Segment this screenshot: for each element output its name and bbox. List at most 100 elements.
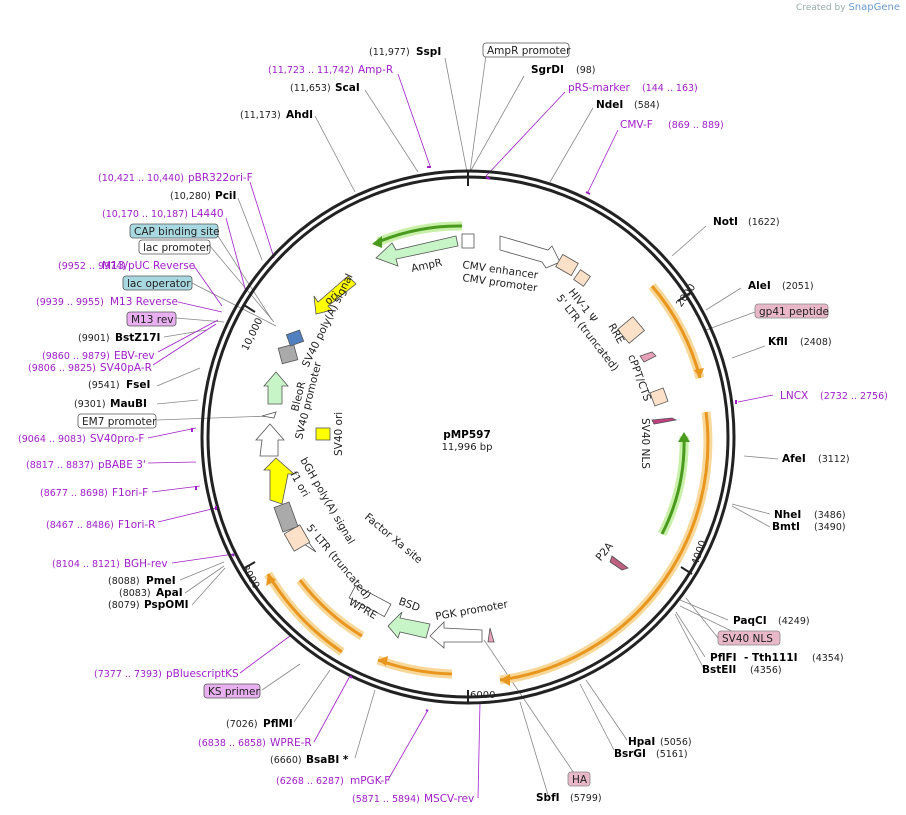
enzyme-name: AleI [748,280,771,292]
enzyme-position: (3486) [814,510,846,521]
box-ha: HA [567,771,591,787]
enzyme-name: HpaI [628,736,655,748]
svg-text:AmpR promoter: AmpR promoter [487,45,571,57]
svg-text:SV40 NLS: SV40 NLS [722,633,773,645]
primer-name: MSCV-rev [424,793,474,805]
primer-name: SV40pro-F [90,433,144,445]
primer-marks [191,166,737,712]
enzyme-name: BstZ17I [115,332,160,344]
enzyme-position: (8083) [119,588,151,599]
enzyme-position: (5161) [656,749,688,760]
primer-position: (7377 .. 7393) [94,669,162,680]
enzyme-position: (7026) [226,719,258,730]
enzyme-name: PflMI [263,718,293,730]
feature-label: Factor Xa site [362,511,424,566]
leader-lines [156,54,779,796]
enzyme-name: FseI [126,379,150,391]
primer-position: (8104 .. 8121) [52,559,120,570]
feature-shapes [255,233,678,649]
plasmid-name: pMP597 [443,429,491,441]
primer-position: (144 .. 163) [642,83,698,94]
enzyme-name: PflFI [710,652,737,664]
primer-position: (8677 .. 8698) [40,488,108,499]
box-gp41-peptide: gp41 peptide [754,303,829,319]
enzyme-position: (584) [634,100,660,111]
primer-name: F1ori-F [112,487,148,499]
feature-label: BSD [397,596,422,615]
primer-position: (10,170 .. 10,187) [102,209,188,220]
enzyme-name: BsaBI * [306,754,349,766]
box-lac-promoter: lac promoter [138,239,211,255]
primer-name: F1ori-R [118,519,155,531]
enzyme-position: (9901) [78,333,110,344]
enzyme-name: NotI [713,216,738,228]
enzyme-name: PaqCI [733,615,767,627]
primer-position: (10,421 .. 10,440) [98,173,184,184]
primer-name: M13 Reverse [110,296,178,308]
enzyme-position: (11,977) [369,47,410,58]
plasmid-size: 11,996 bp [442,442,493,453]
enzyme-position: (8088) [108,576,140,587]
primer-name: L4440 [191,208,224,220]
primer-position: (8467 .. 8486) [46,520,114,531]
box-cap-binding-site: CAP binding site [129,223,220,239]
enzyme-name: - Tth111I [744,652,798,664]
svg-text:gp41 peptide: gp41 peptide [759,306,829,318]
enzyme-position: (1622) [748,217,780,228]
primer-name: CMV-F [620,119,653,131]
boxed-labels: AmpR promoter CAP binding site lac promo… [77,42,829,787]
primer-position: (9952 .. 9974) [58,261,126,272]
enzyme-name: ApaI [156,587,183,599]
enzyme-name: ScaI [335,82,360,94]
box-ks-primer: KS primer [203,683,260,699]
primer-name: BGH-rev [124,558,168,570]
enzyme-position: (2408) [800,337,832,348]
primer-position: (5871 .. 5894) [352,794,420,805]
enzyme-name: NdeI [596,99,623,111]
primer-labels: (11,723 .. 11,742) Amp-R pRS-marker (144… [18,64,888,805]
tick-label: 6000 [470,690,495,701]
primer-name: pRS-marker [568,82,631,94]
credit-prefix: Created by [796,3,846,13]
enzyme-position: (3112) [818,454,850,465]
enzyme-name: SbfI [536,792,560,804]
enzyme-name: NheI [774,509,801,521]
created-by-credit: Created by SnapGene [796,2,900,13]
primer-name: EBV-rev [114,350,155,362]
primer-position: (9860 .. 9879) [42,351,110,362]
enzyme-name: KflI [768,336,788,348]
enzyme-position: (11,173) [240,110,281,121]
enzyme-name: BmtI [772,521,800,533]
enzyme-name: BstEII [702,664,736,676]
enzyme-position: (6660) [270,755,302,766]
enzyme-name: SgrDI [531,64,564,76]
primer-position: (6838 .. 6858) [198,738,266,749]
enzyme-position: (9301) [74,399,106,410]
feature-label: 5' LTR (truncated) [304,522,373,602]
svg-text:M13 rev: M13 rev [131,314,174,326]
svg-text:EM7 promoter: EM7 promoter [82,416,157,428]
box-m13-rev: M13 rev [126,311,177,327]
svg-text:HA: HA [572,774,588,786]
primer-name: WPRE-R [270,737,312,749]
snapgene-brand: SnapGene [848,2,900,13]
feature-label: SV40 NLS [639,418,651,469]
primer-name: Amp-R [358,64,393,76]
svg-text:CAP binding site: CAP binding site [134,226,220,238]
enzyme-name: BsrGI [614,748,646,760]
enzyme-name: AhdI [286,109,313,121]
enzyme-position: (98) [576,65,596,76]
enzyme-name: PspOMI [144,599,189,611]
primer-position: (2732 .. 2756) [820,391,888,402]
primer-name: LNCX [780,390,808,402]
primer-leader-lines [147,73,774,799]
primer-position: (9939 .. 9955) [36,297,104,308]
enzyme-name: PmeI [146,575,176,587]
enzyme-position: (4249) [778,616,810,627]
primer-position: (6268 .. 6287) [276,776,344,787]
tick-marks [242,172,693,702]
enzyme-position: (8079) [108,600,140,611]
primer-name: SV40pA-R [100,362,152,374]
enzyme-position: (3490) [814,522,846,533]
